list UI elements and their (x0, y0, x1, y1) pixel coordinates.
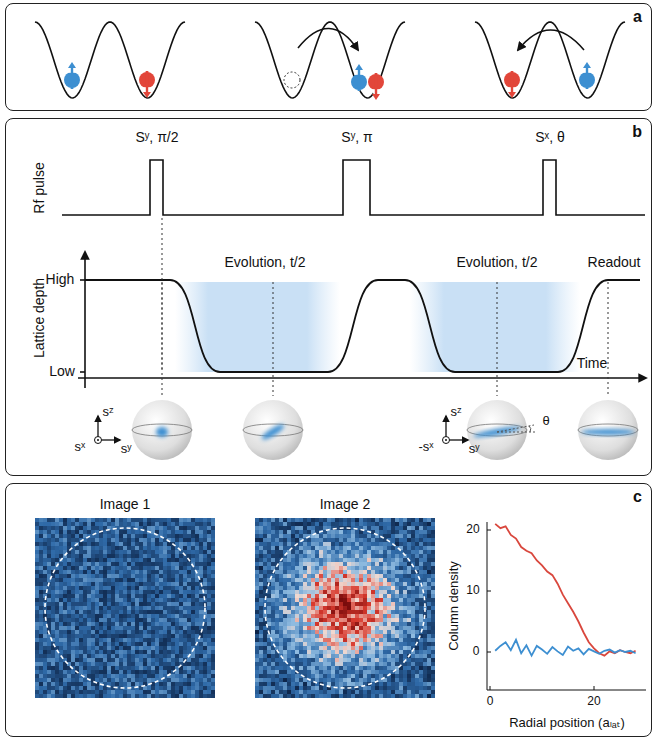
figure: abcRf pulseSʸ, π/2Sʸ, πSˣ, θLattice dept… (0, 0, 658, 741)
